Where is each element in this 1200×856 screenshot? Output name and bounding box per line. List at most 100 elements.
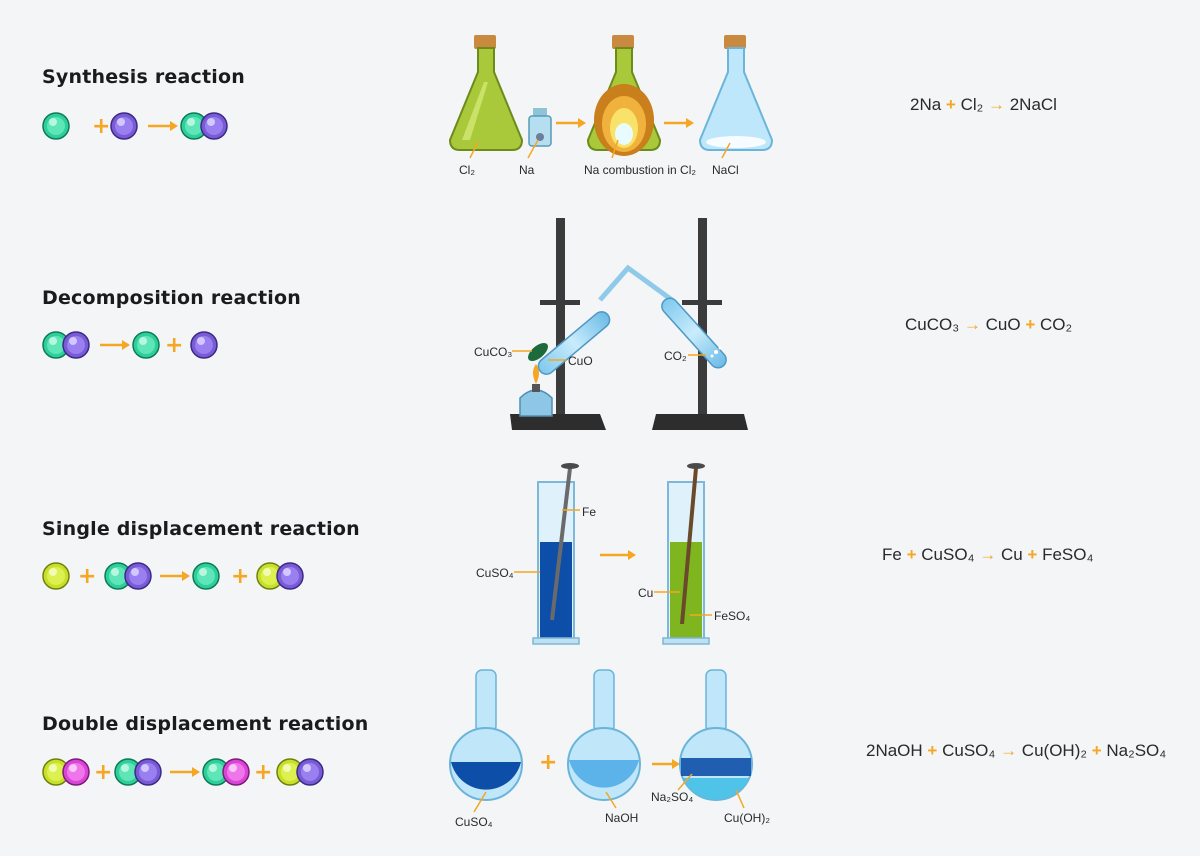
atom-lime <box>42 562 70 590</box>
cylinder-cuso4 <box>532 481 580 645</box>
label-cuso4: CuSO₄ <box>476 566 514 580</box>
arrow-icon <box>600 550 636 560</box>
atom-purple <box>296 758 324 786</box>
plus-icon: + <box>254 760 272 785</box>
arrow-icon <box>160 571 190 581</box>
label-co2: CO₂ <box>664 349 687 363</box>
flask-naoh <box>567 669 641 801</box>
single-displacement-molecule-scheme: + + <box>42 562 304 590</box>
decomposition-title: Decomposition reaction <box>42 287 301 309</box>
eq-term: Cu(OH)₂ <box>1021 741 1087 760</box>
label-cuso4-flask: CuSO₄ <box>455 815 493 829</box>
eq-term: FeSO₄ <box>1042 545 1094 564</box>
atom-lime <box>276 758 304 786</box>
atom-purple <box>62 331 90 359</box>
atom-purple <box>276 562 304 590</box>
plus-icon: + <box>945 95 956 114</box>
label-na: Na <box>519 163 535 177</box>
eq-term: CuSO₄ <box>921 545 975 564</box>
eq-term: 2NaCl <box>1009 95 1057 114</box>
label-na2so4: Na₂SO₄ <box>651 790 693 804</box>
label-cuoh2: Cu(OH)₂ <box>724 811 770 825</box>
flask-nacl <box>698 35 774 151</box>
plus-icon: + <box>231 564 249 589</box>
arrow-icon: → <box>963 315 981 334</box>
eq-term: Na₂SO₄ <box>1106 741 1167 760</box>
eq-term: Fe <box>882 545 902 564</box>
atom-green <box>192 562 220 590</box>
arrow-icon <box>148 121 178 131</box>
atom-green <box>132 331 160 359</box>
plus-icon: + <box>78 564 96 589</box>
tube-co2 <box>661 297 727 369</box>
plus-icon: + <box>1027 545 1038 564</box>
plus-icon: + <box>165 333 183 358</box>
label-na-combustion: Na combustion in Cl₂ <box>584 163 696 177</box>
atom-magenta <box>62 758 90 786</box>
label-cuo: CuO <box>568 354 593 368</box>
plus-icon: + <box>927 741 938 760</box>
label-cuco3: CuCO₃ <box>474 345 512 359</box>
delivery-tube <box>598 264 674 303</box>
label-cl2: Cl₂ <box>459 163 475 177</box>
atom-purple <box>200 112 228 140</box>
decomposition-molecule-scheme: + <box>42 331 218 359</box>
atom-purple <box>110 112 138 140</box>
eq-term: 2Na <box>910 95 942 114</box>
tube-cuco3 <box>528 311 611 375</box>
label-feso4: FeSO₄ <box>714 609 750 623</box>
atom-green <box>202 758 230 786</box>
eq-term: CuSO₄ <box>942 741 996 760</box>
synthesis-molecule-scheme: + <box>42 112 228 140</box>
atom-magenta <box>222 758 250 786</box>
label-cu: Cu <box>638 586 653 600</box>
double-displacement-title: Double displacement reaction <box>42 713 369 735</box>
atom-green <box>42 112 70 140</box>
cylinder-feso4 <box>662 481 710 645</box>
atom-purple <box>134 758 162 786</box>
single-displacement-title: Single displacement reaction <box>42 518 360 540</box>
double-displacement-equation: 2NaOH + CuSO₄ → Cu(OH)₂ + Na₂SO₄ <box>866 741 1166 761</box>
plus-icon: + <box>92 114 110 139</box>
atom-green <box>114 758 142 786</box>
atom-purple <box>190 331 218 359</box>
eq-term: Cu <box>1000 545 1023 564</box>
label-fe: Fe <box>582 505 596 519</box>
flask-products <box>679 669 753 801</box>
eq-term: CuO <box>985 315 1021 334</box>
eq-term: CO₂ <box>1040 315 1073 334</box>
arrow-icon: → <box>1000 741 1018 760</box>
stand-right <box>652 218 748 430</box>
decomposition-equation: CuCO₃ → CuO + CO₂ <box>905 315 1072 335</box>
arrow-icon <box>170 767 200 777</box>
arrow-icon <box>652 759 680 769</box>
arrow-icon <box>556 118 586 128</box>
eq-term: Cl₂ <box>960 95 984 114</box>
eq-term: CuCO₃ <box>905 315 960 334</box>
single-displacement-equation: Fe + CuSO₄ → Cu + FeSO₄ <box>882 545 1093 565</box>
synthesis-title: Synthesis reaction <box>42 66 245 88</box>
eq-term: 2NaOH <box>866 741 923 760</box>
atom-green <box>42 331 70 359</box>
synthesis-equation: 2Na + Cl₂ → 2NaCl <box>910 95 1057 115</box>
plus-icon: + <box>94 760 112 785</box>
flask-cl2 <box>448 35 524 151</box>
plus-icon: + <box>1025 315 1036 334</box>
flask-cuso4 <box>449 669 523 801</box>
nail-cu <box>680 463 705 625</box>
burner <box>519 364 553 417</box>
arrow-icon <box>100 340 130 350</box>
label-naoh: NaOH <box>605 811 638 825</box>
atom-purple <box>124 562 152 590</box>
bottle-na <box>528 108 552 147</box>
nail-fe <box>550 463 579 621</box>
arrow-icon <box>664 118 694 128</box>
flask-combustion <box>586 35 662 156</box>
arrow-icon: → <box>987 95 1005 114</box>
arrow-icon: → <box>979 545 997 564</box>
stand-left <box>510 218 606 430</box>
plus-icon: + <box>539 750 557 775</box>
plus-icon: + <box>1091 741 1102 760</box>
plus-icon: + <box>906 545 917 564</box>
double-displacement-molecule-scheme: + + <box>42 758 324 786</box>
